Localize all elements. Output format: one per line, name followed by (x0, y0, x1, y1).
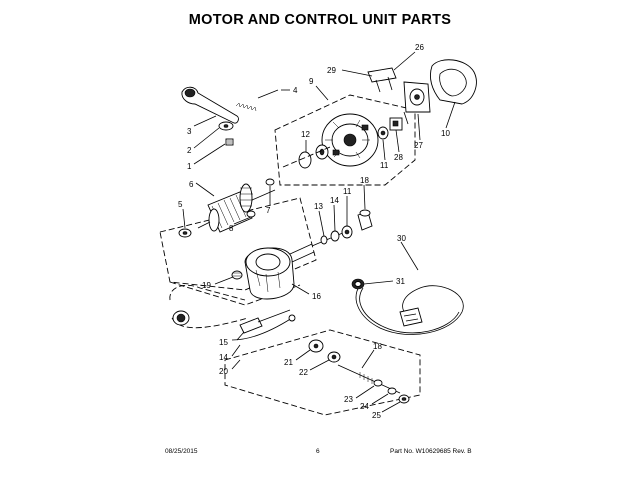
callout-8: 8 (229, 224, 234, 233)
callout-32: 31 (396, 277, 405, 286)
part-24-washer (373, 379, 383, 387)
part-28-control-plate (403, 81, 431, 125)
callout-15: 14 (219, 353, 228, 362)
callout-25: 24 (360, 402, 369, 411)
callout-1: 1 (187, 162, 192, 171)
part-7-washer (265, 178, 275, 186)
part-30-bracket (367, 67, 397, 93)
callout-labels: 4 3 2 1 9 29 26 10 27 28 11 12 6 5 7 8 1… (178, 43, 450, 420)
part-29-brush-holder (389, 117, 403, 131)
callout-27: 26 (415, 43, 424, 52)
part-2-washer (218, 121, 234, 131)
callout-16: 15 (219, 338, 228, 347)
leader-lines (182, 51, 456, 413)
part-8-washer (246, 210, 256, 218)
callout-17: 16 (312, 292, 321, 301)
part-1-screw (225, 138, 234, 146)
part-22-gear (308, 339, 324, 353)
callout-31: 30 (397, 234, 406, 243)
part-4-spring (235, 89, 279, 112)
callout-6: 6 (189, 180, 194, 189)
part-5-washer (178, 228, 192, 238)
part-10-cover (429, 59, 477, 105)
callout-12: 12 (301, 130, 310, 139)
callout-11-lower: 11 (343, 187, 352, 196)
callout-30: 29 (327, 66, 336, 75)
part-13-shaft (311, 231, 346, 247)
callout-4: 4 (293, 86, 298, 95)
part-17-field-frame (244, 243, 315, 300)
callout-24: 23 (344, 395, 353, 404)
part-14-spacer (330, 230, 340, 242)
part-6-armature (197, 183, 276, 233)
part-31-power-cord (355, 284, 464, 335)
gear-group-outline (224, 329, 421, 416)
callout-26: 25 (372, 411, 381, 420)
part-32-strain-relief (351, 278, 365, 290)
motor-body-outline (169, 284, 249, 329)
callout-20: 19 (202, 281, 211, 290)
callout-2: 2 (187, 146, 192, 155)
motor-housing-group-outline (274, 94, 416, 186)
callout-7: 7 (266, 206, 271, 215)
part-26-screw (398, 394, 410, 404)
part-11-bearing-lower (341, 225, 353, 239)
part-20-bushing (231, 270, 243, 280)
callout-9: 9 (309, 77, 314, 86)
callout-5: 5 (178, 200, 183, 209)
part-3-rod (181, 86, 239, 124)
callout-23: 22 (299, 368, 308, 377)
callout-21: 20 (219, 367, 228, 376)
part-11-bearing-upper (377, 126, 389, 140)
callout-19: 18 (373, 342, 382, 351)
page-title: MOTOR AND CONTROL UNIT PARTS (188, 12, 452, 28)
callout-14: 14 (330, 196, 339, 205)
callout-11-upper: 11 (380, 161, 389, 170)
callout-28: 27 (414, 141, 423, 150)
callout-10: 10 (441, 129, 450, 138)
part-12-bearing (282, 144, 331, 169)
footer-part-number: Part No. W10629685 Rev. B (390, 448, 472, 455)
footer-date: 08/25/2015 (165, 448, 198, 455)
callout-18: 18 (360, 176, 369, 185)
part-23-gear (327, 351, 341, 363)
callout-22: 21 (284, 358, 293, 367)
callout-3: 3 (187, 127, 192, 136)
callout-29: 28 (394, 153, 403, 162)
part-25-washer (387, 387, 397, 395)
part-18-fan (357, 209, 373, 231)
footer-page-number: 6 (316, 448, 320, 455)
part-9-housing (321, 113, 379, 167)
part-16-bracket (239, 309, 291, 334)
callout-13: 13 (314, 202, 323, 211)
